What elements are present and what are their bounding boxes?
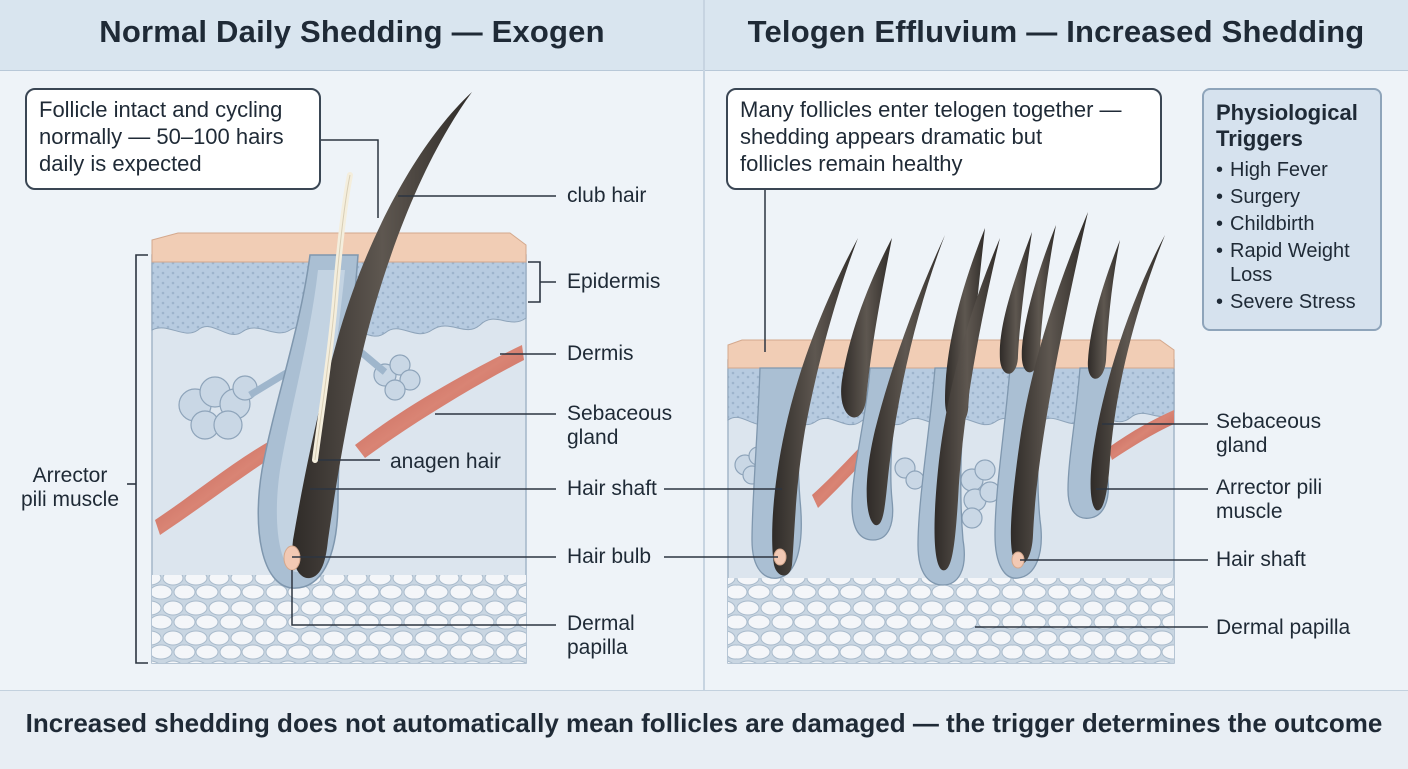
label-line: papilla (567, 636, 628, 659)
trigger-item: Surgery (1216, 185, 1370, 209)
label-line: Arrector (32, 464, 108, 487)
label-dermal-papilla-right: Dermal papilla (1216, 616, 1351, 639)
label-line: gland (567, 426, 619, 449)
trigger-item: Severe Stress (1216, 290, 1370, 314)
panel-divider (703, 0, 705, 690)
label-anagen-hair: anagen hair (390, 450, 501, 473)
left-callout-line: normally — 50–100 hairs (39, 124, 284, 149)
left-skin-block (151, 92, 527, 664)
right-skin-block (727, 212, 1175, 664)
label-epidermis: Epidermis (567, 270, 661, 293)
label-arrector-pili-right: Arrector pili muscle (1216, 476, 1322, 524)
label-line: Sebaceous (1216, 410, 1322, 433)
left-callout-line: Follicle intact and cycling (39, 97, 283, 122)
left-bracket (127, 254, 148, 664)
footer-text: Increased shedding does not automaticall… (25, 708, 1383, 738)
label-club-hair: club hair (567, 184, 647, 207)
label-arrector-pili-left: Arrector pili muscle (18, 464, 122, 512)
triggers-title-line: Physiological (1216, 100, 1358, 125)
right-leader-lines (664, 190, 1208, 628)
triggers-title-line: Triggers (1216, 126, 1303, 151)
right-callout: Many follicles enter telogen together — … (726, 88, 1162, 190)
right-callout-line: shedding appears dramatic but (740, 124, 1043, 149)
label-line: muscle (1216, 500, 1283, 523)
trigger-item: High Fever (1216, 158, 1370, 182)
left-leader-lines (291, 139, 556, 626)
diagram-illustration (127, 92, 1208, 664)
label-hair-shaft-left: Hair shaft (567, 477, 657, 500)
right-callout-line: Many follicles enter telogen together — (740, 97, 1122, 122)
label-sebaceous-gland-right: Sebaceous gland (1216, 410, 1321, 458)
left-callout-line: daily is expected (39, 151, 202, 176)
trigger-item: Childbirth (1216, 212, 1370, 236)
label-line: gland (1216, 434, 1268, 457)
label-dermis: Dermis (567, 342, 634, 365)
label-line: Dermal (567, 612, 635, 635)
label-line: Arrector pili (1216, 476, 1323, 499)
label-line: pili muscle (20, 488, 120, 511)
label-hair-bulb: Hair bulb (567, 545, 652, 568)
label-sebaceous-gland-left: Sebaceous gland (567, 402, 672, 450)
footer-band (0, 690, 1408, 769)
physiological-triggers-box: Physiological Triggers High Fever Surger… (1202, 88, 1382, 331)
right-panel-title: Telogen Effluvium — Increased Shedding (747, 14, 1365, 49)
triggers-list: High Fever Surgery Childbirth Rapid Weig… (1216, 158, 1370, 314)
label-dermal-papilla-left: Dermal papilla (567, 612, 635, 660)
right-callout-line: follicles remain healthy (740, 151, 963, 176)
triggers-title: Physiological Triggers (1216, 100, 1370, 152)
trigger-item: Rapid Weight Loss (1216, 239, 1360, 287)
label-line: Sebaceous (567, 402, 673, 425)
left-panel-title: Normal Daily Shedding — Exogen (99, 14, 605, 49)
label-hair-shaft-right: Hair shaft (1216, 548, 1306, 571)
left-callout: Follicle intact and cycling normally — 5… (25, 88, 321, 190)
